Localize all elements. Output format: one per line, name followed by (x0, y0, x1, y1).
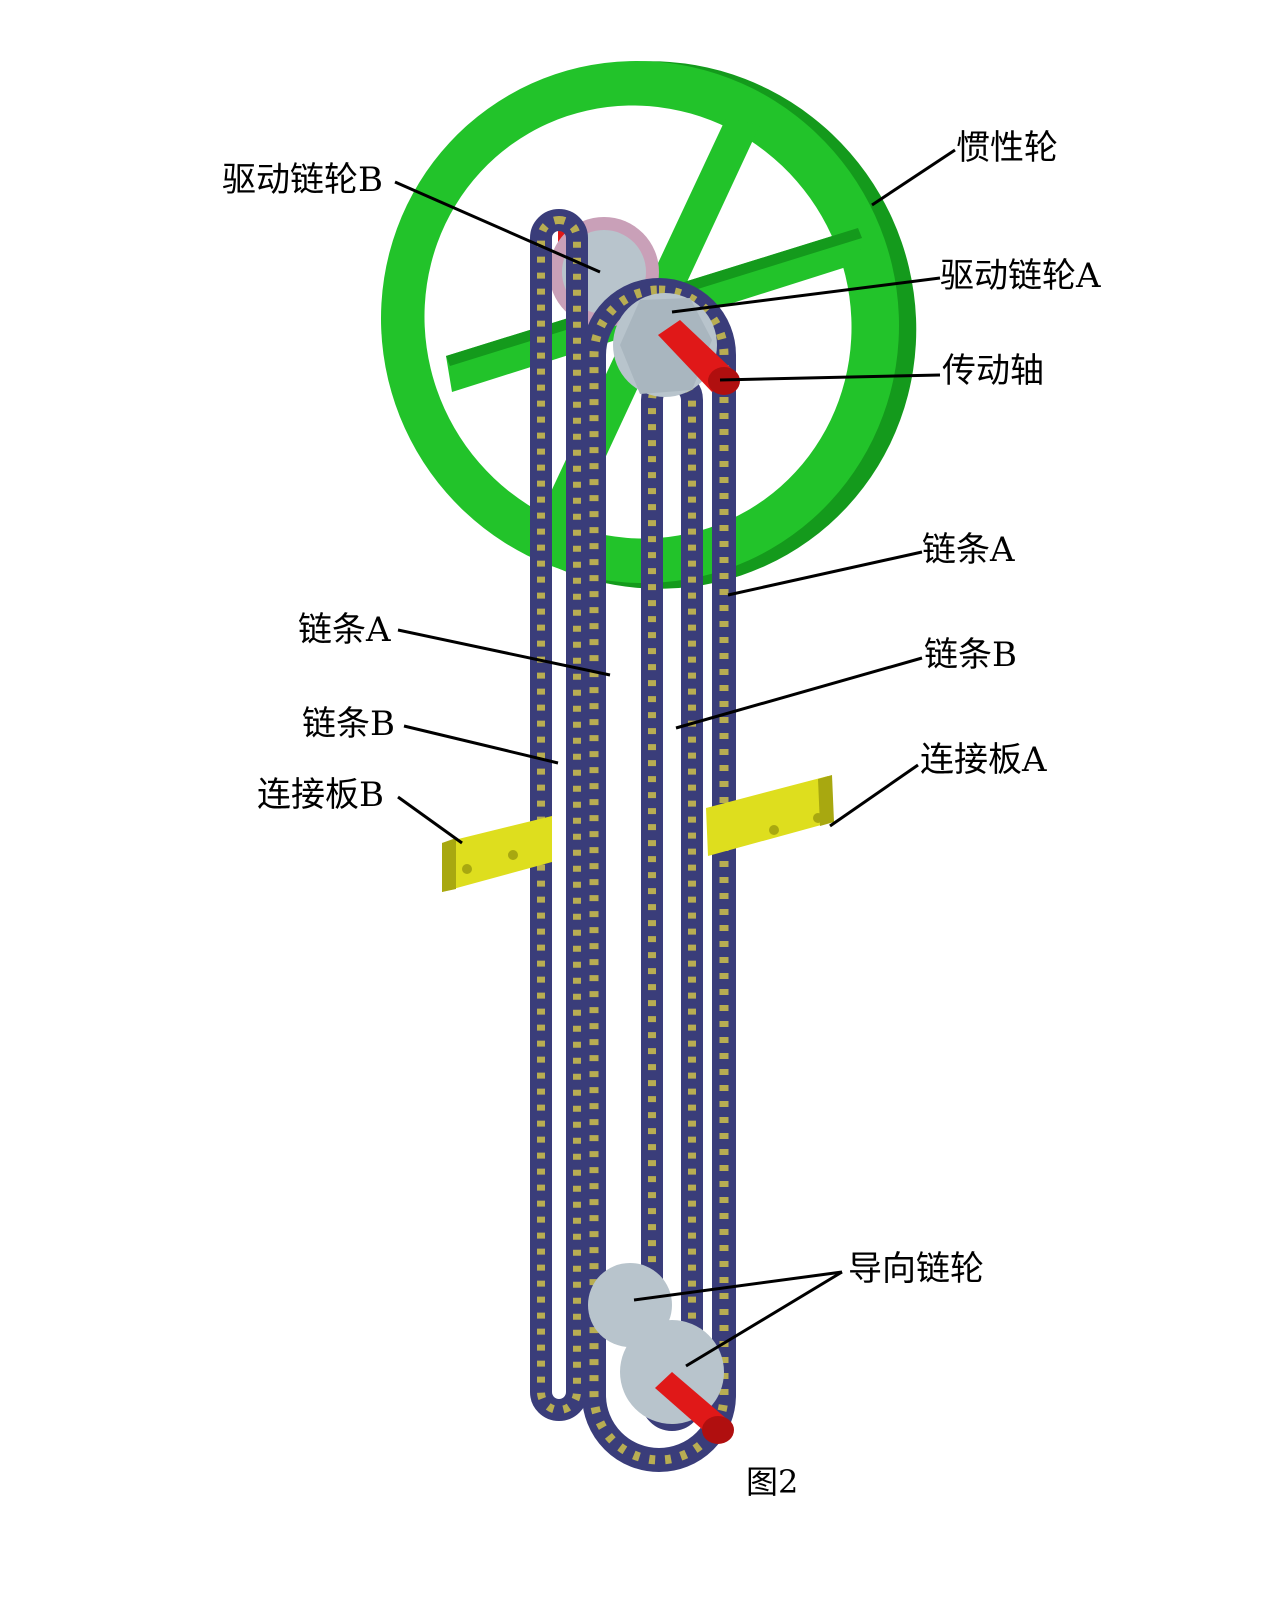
guide-sprockets (588, 1263, 734, 1444)
guide-shaft-end (702, 1416, 734, 1444)
label-chain-a-left: 链条A (298, 610, 391, 650)
link-plate-b (442, 816, 552, 892)
label-flywheel: 惯性轮 (956, 128, 1058, 168)
leader-guide-sprocket-1 (633, 1270, 843, 1302)
link-plate-b-hole (462, 864, 472, 874)
label-chain-b-right: 链条B (924, 635, 1017, 675)
link-plate-b-side (442, 838, 456, 892)
leader-guide-sprocket-2 (685, 1270, 843, 1368)
link-plate-b-hole (508, 850, 518, 860)
label-link-plate-b: 连接板B (257, 775, 384, 815)
leader-flywheel (871, 148, 956, 207)
label-guide-sprocket: 导向链轮 (848, 1249, 984, 1289)
leader-chain-a-left (397, 628, 611, 677)
label-drive-sprocket-b: 驱动链轮B (222, 160, 383, 200)
chain-a-plates (589, 285, 729, 1465)
label-drive-sprocket-a: 驱动链轮A (940, 256, 1101, 296)
leader-link-plate-b (397, 795, 463, 845)
label-chain-b-left: 链条B (302, 704, 395, 744)
label-link-plate-a: 连接板A (920, 740, 1047, 780)
sprocket-a-teeth (620, 298, 712, 394)
leader-chain-b-right (675, 656, 923, 730)
leader-drive-sprocket-b (394, 180, 601, 274)
figure-caption: 图2 (746, 1463, 799, 1501)
leader-chain-a-right (727, 550, 923, 597)
leader-drive-shaft (719, 373, 941, 382)
leader-lines (394, 148, 956, 1368)
label-drive-shaft: 传动轴 (942, 351, 1044, 391)
link-plate-a-hole (769, 825, 779, 835)
link-plate-a-side (818, 775, 834, 826)
link-plate-a (706, 775, 834, 856)
leader-drive-sprocket-a (671, 276, 941, 314)
chain-b-left-plates (537, 216, 581, 1414)
link-plate-a-face (706, 776, 832, 856)
link-plate-a-hole (813, 813, 823, 823)
leader-link-plate-a (829, 763, 919, 828)
leader-chain-b-left (403, 724, 559, 765)
label-chain-a-right: 链条A (922, 530, 1015, 570)
